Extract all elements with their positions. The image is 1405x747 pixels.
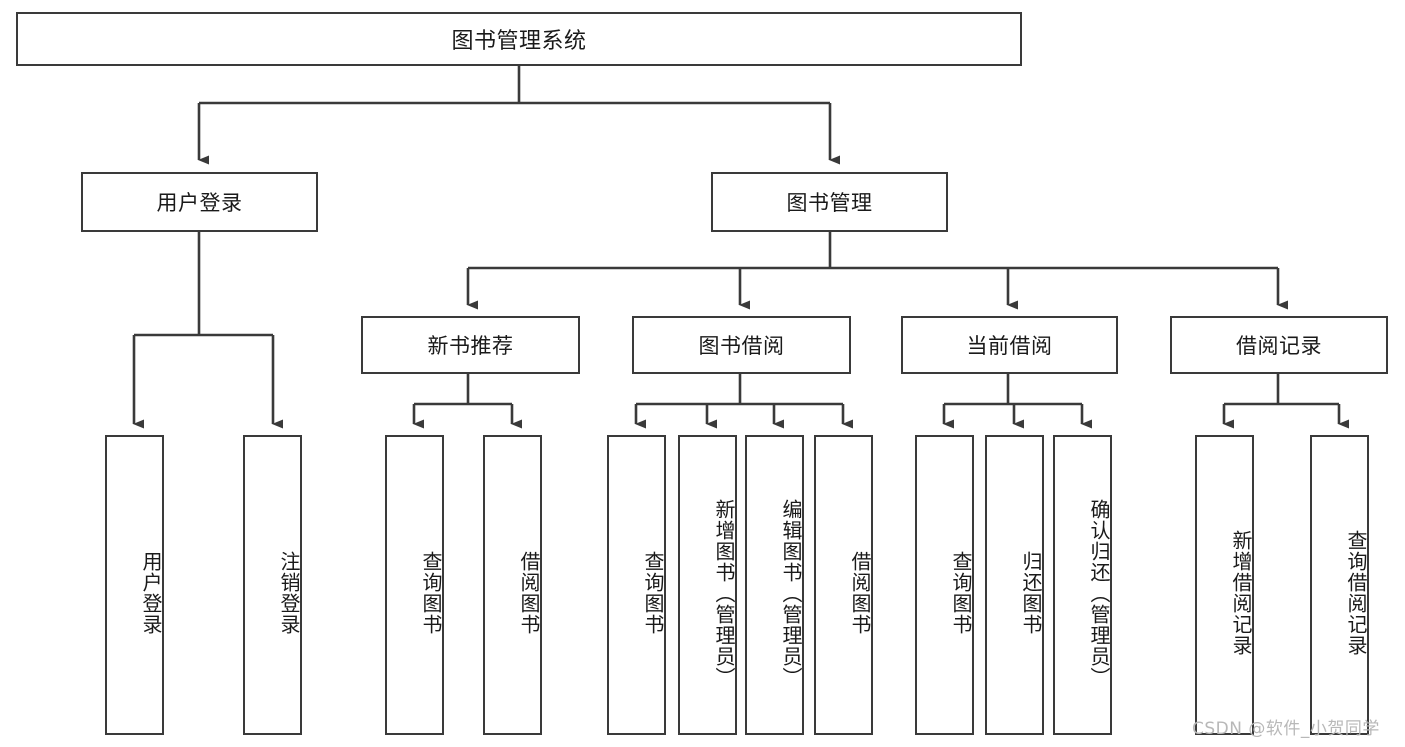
watermark: CSDN @软件_小贺同学 (1192, 719, 1380, 739)
leaf-label: 借阅图书 (848, 551, 872, 635)
leaf-book-borrow-add[interactable]: 新增图书（管理员） (678, 435, 737, 735)
node-user-login[interactable]: 用户登录 (81, 172, 318, 232)
node-new-book-recommend-label: 新书推荐 (427, 334, 514, 358)
leaf-label: 查询图书 (641, 551, 665, 635)
node-current-borrow-label: 当前借阅 (966, 334, 1053, 358)
leaf-label: 新增图书（管理员） (712, 498, 736, 688)
leaf-label: 编辑图书（管理员） (779, 498, 803, 688)
leaf-current-borrow-return[interactable]: 归还图书 (985, 435, 1044, 735)
leaf-book-borrow-edit[interactable]: 编辑图书（管理员） (745, 435, 804, 735)
node-book-management[interactable]: 图书管理 (711, 172, 948, 232)
leaf-new-book-borrow[interactable]: 借阅图书 (483, 435, 542, 735)
node-new-book-recommend[interactable]: 新书推荐 (361, 316, 580, 374)
leaf-label: 用户登录 (139, 551, 163, 635)
leaf-book-borrow-borrow[interactable]: 借阅图书 (814, 435, 873, 735)
leaf-label: 新增借阅记录 (1229, 530, 1253, 656)
leaf-label: 查询图书 (949, 551, 973, 635)
leaf-label: 确认归还（管理员） (1087, 498, 1111, 688)
leaf-user-login-logout[interactable]: 注销登录 (243, 435, 302, 735)
leaf-label: 注销登录 (277, 551, 301, 635)
node-borrow-record-label: 借阅记录 (1236, 334, 1322, 358)
node-root-label: 图书管理系统 (451, 29, 587, 54)
leaf-label: 借阅图书 (517, 551, 541, 635)
leaf-label: 查询借阅记录 (1344, 530, 1368, 656)
node-root[interactable]: 图书管理系统 (16, 12, 1022, 66)
leaf-borrow-record-query[interactable]: 查询借阅记录 (1310, 435, 1369, 735)
leaf-borrow-record-add[interactable]: 新增借阅记录 (1195, 435, 1254, 735)
node-book-borrow-label: 图书借阅 (698, 334, 785, 358)
leaf-label: 归还图书 (1019, 551, 1043, 635)
node-user-login-label: 用户登录 (156, 191, 243, 215)
leaf-current-borrow-query[interactable]: 查询图书 (915, 435, 974, 735)
node-book-borrow[interactable]: 图书借阅 (632, 316, 851, 374)
node-borrow-record[interactable]: 借阅记录 (1170, 316, 1388, 374)
node-book-management-label: 图书管理 (786, 191, 873, 215)
leaf-user-login-login[interactable]: 用户登录 (105, 435, 164, 735)
leaf-current-borrow-confirm-return[interactable]: 确认归还（管理员） (1053, 435, 1112, 735)
leaf-label: 查询图书 (419, 551, 443, 635)
leaf-book-borrow-query[interactable]: 查询图书 (607, 435, 666, 735)
node-current-borrow[interactable]: 当前借阅 (901, 316, 1118, 374)
leaf-new-book-query[interactable]: 查询图书 (385, 435, 444, 735)
